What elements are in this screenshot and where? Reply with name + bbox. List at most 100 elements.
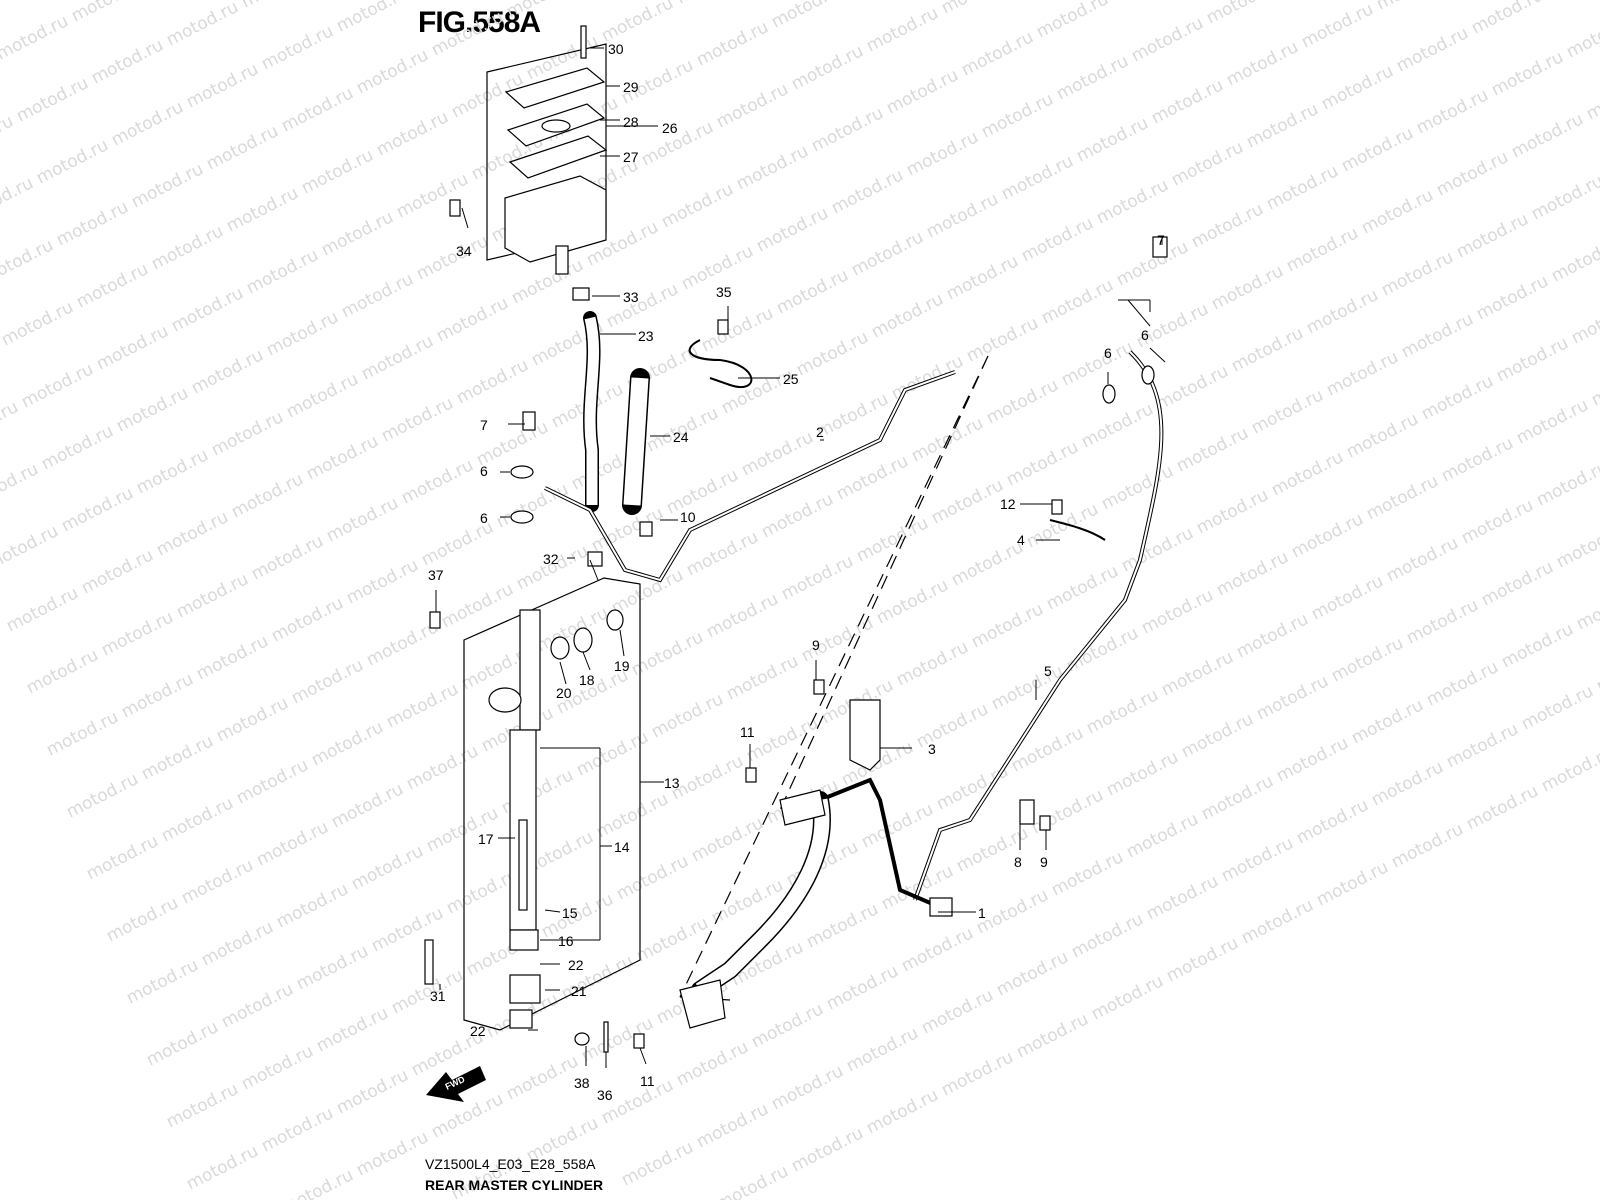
watermark-text: motod.ru	[823, 961, 902, 1014]
callout-22-lower: 22	[470, 1023, 486, 1039]
watermark-text: motod.ru	[1103, 747, 1182, 800]
watermark-text: motod.ru	[348, 841, 427, 894]
watermark-text: motod.ru	[1003, 437, 1082, 490]
watermark-text: motod.ru	[1273, 733, 1352, 786]
watermark-text: motod.ru	[1173, 423, 1252, 476]
watermark-text: motod.ru	[698, 303, 777, 356]
watermark-text: motod.ru	[1168, 137, 1247, 190]
watermark-text: motod.ru	[413, 231, 492, 284]
watermark-text: motod.ru	[843, 1023, 922, 1076]
watermark-text: motod.ru	[328, 779, 407, 832]
watermark-text: motod.ru	[213, 693, 292, 746]
watermark-text: motod.ru	[1163, 933, 1242, 986]
callout-10: 10	[680, 509, 696, 525]
callout-17: 17	[478, 831, 494, 847]
bracket-3-shape	[849, 699, 881, 771]
watermark-text: motod.ru	[1593, 643, 1600, 696]
watermark-text: motod.ru	[1398, 309, 1477, 362]
reservoir-parts	[449, 25, 608, 275]
watermark-text: motod.ru	[1528, 171, 1600, 224]
watermark-text: motod.ru	[948, 537, 1027, 590]
watermark-text: motod.ru	[1438, 433, 1517, 486]
routing-dashed-lines	[679, 355, 989, 998]
watermark-text: motod.ru	[1568, 295, 1600, 348]
callout-6-d: 6	[1141, 327, 1149, 343]
master-cylinder-group-box	[463, 577, 641, 1031]
watermark-text: motod.ru	[778, 551, 857, 604]
cotter-pin-36-shape	[603, 1021, 609, 1053]
washer-38-shape	[574, 1032, 590, 1046]
callout-36: 36	[597, 1087, 613, 1103]
watermark-text: motod.ru	[1548, 233, 1600, 286]
watermark-text: motod.ru	[1493, 333, 1572, 386]
callout-23: 23	[638, 328, 654, 344]
watermark-text: motod.ru	[1178, 709, 1257, 762]
callout-8: 8	[1014, 854, 1022, 870]
callout-30: 30	[608, 41, 624, 57]
watermark-text: motod.ru	[1463, 781, 1542, 834]
watermark-text: motod.ru	[18, 359, 97, 412]
watermark-text: motod.ru	[123, 955, 202, 1008]
fwd-arrow-shape	[426, 1066, 486, 1102]
watermark-text: motod.ru	[848, 227, 927, 280]
callout-9-lower: 9	[1040, 854, 1048, 870]
watermark-text: motod.ru	[593, 789, 672, 842]
watermark-text: motod.ru	[788, 41, 867, 94]
watermark-text: motod.ru	[68, 0, 147, 26]
watermark-text: motod.ru	[1123, 809, 1202, 862]
callout-28: 28	[623, 114, 639, 130]
watermark-text: motod.ru	[513, 541, 592, 594]
watermark-text: motod.ru	[578, 1013, 657, 1066]
watermark-text: motod.ru	[0, 397, 22, 450]
callout-14: 14	[614, 839, 630, 855]
watermark-text: motod.ru	[1423, 657, 1502, 710]
guide-1-shape	[929, 897, 953, 917]
watermark-text: motod.ru	[1268, 447, 1347, 500]
fwd-arrow: FWD	[426, 1066, 486, 1102]
watermark-text: motod.ru	[1293, 795, 1372, 848]
watermark-text: motod.ru	[1338, 123, 1417, 176]
bolt-9-lower-shape	[1039, 815, 1051, 831]
watermark-text: motod.ru	[828, 165, 907, 218]
watermark-text: motod.ru	[1328, 633, 1407, 686]
watermark-text: motod.ru	[943, 251, 1022, 304]
callout-5: 5	[1044, 663, 1052, 679]
watermark-text: motod.ru	[1418, 371, 1497, 424]
watermark-text: motod.ru	[158, 793, 237, 846]
watermark-text: motod.ru	[913, 699, 992, 752]
watermark-text: motod.ru	[168, 283, 247, 336]
watermark-text: motod.ru	[263, 307, 342, 360]
leader-lines	[435, 47, 1166, 1068]
watermark-text: motod.ru	[768, 0, 847, 32]
watermark-text: motod.ru	[358, 331, 437, 384]
watermark-text: motod.ru	[143, 1017, 222, 1070]
watermark-text: motod.ru	[378, 393, 457, 446]
watermark-text: motod.ru	[1208, 261, 1287, 314]
watermark-text: motod.ru	[1133, 299, 1212, 352]
watermark-text: motod.ru	[1288, 509, 1367, 562]
watermark-text: motod.ru	[1308, 571, 1387, 624]
watermark-text: motod.ru	[618, 1137, 697, 1190]
watermark-text: motod.ru	[833, 451, 912, 504]
watermark-text: motod.ru	[863, 1085, 942, 1138]
watermark-text: motod.ru	[318, 207, 397, 260]
watermark-text: motod.ru	[238, 0, 317, 12]
watermark-text: motod.ru	[1203, 0, 1282, 28]
watermark-text: motod.ru	[1128, 13, 1207, 66]
watermark-text: motod.ru	[53, 197, 132, 250]
watermark-text: motod.ru	[258, 21, 337, 74]
watermark-text: motod.ru	[433, 293, 512, 346]
watermark-text: motod.ru	[858, 799, 937, 852]
watermark-text: motod.ru	[278, 83, 357, 136]
hose-23-fill	[584, 316, 600, 505]
callout-25: 25	[783, 371, 799, 387]
watermark-text: motod.ru	[308, 717, 387, 770]
watermark-text: motod.ru	[1248, 385, 1327, 438]
watermark-text: motod.ru	[1533, 457, 1600, 510]
callout-6-b: 6	[480, 510, 488, 526]
reservoir-body-shape	[504, 175, 607, 263]
watermark-text: motod.ru	[398, 455, 477, 508]
watermark-text: motod.ru	[73, 259, 152, 312]
watermark-text: motod.ru	[183, 59, 262, 112]
watermark-text: motod.ru	[533, 603, 612, 656]
